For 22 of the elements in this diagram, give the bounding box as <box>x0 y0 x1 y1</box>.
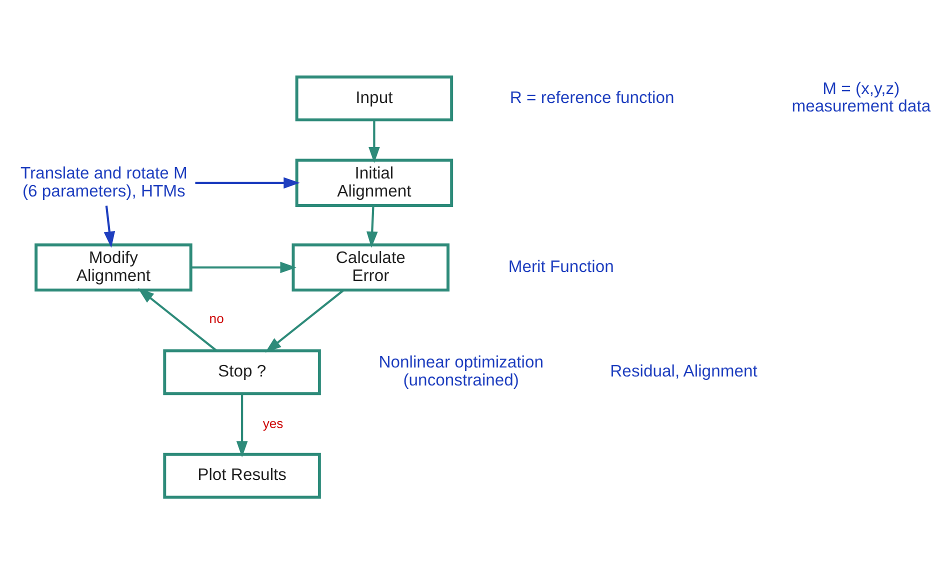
label: Merit Function <box>508 256 614 276</box>
label: R = reference function <box>510 88 674 107</box>
node-text: Translate and rotate M (6 parameters), HTMs <box>20 163 188 200</box>
label: M = (x,y,z) measurement data <box>792 78 931 116</box>
edge-label: yes <box>262 416 284 431</box>
arrow <box>195 177 300 189</box>
arrow <box>138 288 218 352</box>
node-box: Stop ? <box>163 349 321 396</box>
label: Nonlinear optimization (unconstrained) <box>378 352 544 390</box>
node-box: Calculate Error <box>292 243 450 292</box>
node-box: Input <box>295 75 454 122</box>
node-box: Initial Alignment <box>295 158 454 208</box>
arrow <box>265 289 344 353</box>
label: Residual, Alignment <box>610 362 758 381</box>
arrow <box>191 262 296 274</box>
arrow <box>236 394 248 458</box>
edge-label: no <box>209 311 224 326</box>
arrow <box>366 206 378 248</box>
arrow <box>104 206 116 248</box>
node-box: Modify Alignment <box>34 243 192 292</box>
arrow <box>368 120 380 164</box>
node-box: Plot Results <box>163 452 321 499</box>
